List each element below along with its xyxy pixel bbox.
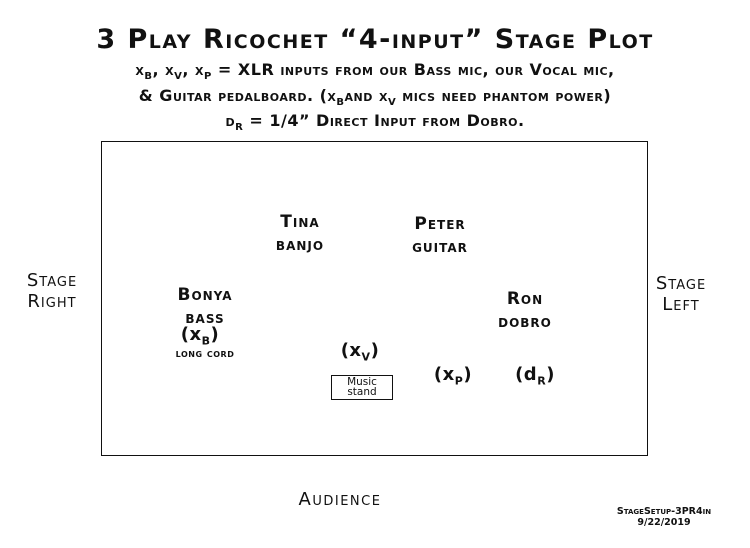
long-cord-note: long cord xyxy=(175,347,235,360)
legend-line-2-a: & Guitar pedalboard. (x xyxy=(138,86,337,105)
input-subscript: V xyxy=(361,350,371,364)
performer-instrument: guitar xyxy=(412,237,468,257)
input-dr: (dR) xyxy=(495,364,575,388)
stage-right-line-1: Stage xyxy=(26,270,78,291)
subscript-p: P xyxy=(204,71,212,83)
legend-line-1-text: = XLR inputs from our Bass mic, our Voca… xyxy=(211,60,615,79)
input-close: ) xyxy=(463,364,473,385)
stage-right-label: Stage Right xyxy=(6,270,98,312)
music-stand-line-1: Music xyxy=(347,376,377,388)
input-subscript: P xyxy=(454,374,464,388)
stage-left-label: Stage Left xyxy=(650,273,712,315)
legend-line-1: xB, xV, xP = XLR inputs from our Bass mi… xyxy=(0,60,750,82)
performer-name: Ron xyxy=(506,289,544,309)
input-open: (x xyxy=(180,324,202,345)
input-close: ) xyxy=(210,324,220,345)
legend-line-2-d: mics need phantom power) xyxy=(396,86,612,105)
performer-tina: Tina banjo xyxy=(250,211,350,257)
input-xv: (xV) xyxy=(320,340,400,364)
performer-peter: Peter guitar xyxy=(390,213,490,259)
performer-instrument: dobro xyxy=(498,312,552,332)
input-close: ) xyxy=(546,364,555,385)
input-open: (d xyxy=(515,364,538,385)
legend-line-3: dR = 1/4” Direct Input from Dobro. xyxy=(0,111,750,133)
input-open: (x xyxy=(340,340,362,361)
stage-left-line-2: Left xyxy=(662,294,700,315)
legend-xv: , x xyxy=(152,60,175,79)
input-open: (x xyxy=(433,364,455,385)
subscript-v: V xyxy=(387,97,397,109)
stage-area xyxy=(101,141,648,456)
legend-dr: d xyxy=(225,111,236,130)
footer-date: 9/22/2019 xyxy=(637,517,691,528)
legend-line-2-c: and x xyxy=(344,86,388,105)
stage-right-line-2: Right xyxy=(27,291,77,312)
stage-left-line-1: Stage xyxy=(655,273,707,294)
subscript-b: B xyxy=(336,97,345,109)
input-xp: (xP) xyxy=(413,364,493,388)
music-stand: Music stand xyxy=(331,375,393,400)
legend-xb: x xyxy=(135,60,145,79)
legend-line-3-text: = 1/4” Direct Input from Dobro. xyxy=(243,111,525,130)
performer-name: Peter xyxy=(414,214,466,234)
footer-filename: StageSetup-3PR4in xyxy=(616,506,712,517)
performer-ron: Ron dobro xyxy=(480,288,570,334)
legend-line-2: & Guitar pedalboard. (xBand xV mics need… xyxy=(0,86,750,108)
input-subscript: R xyxy=(537,374,547,388)
subscript-v: V xyxy=(174,71,183,83)
audience-label: Audience xyxy=(298,489,382,510)
input-close: ) xyxy=(370,340,380,361)
performer-instrument: banjo xyxy=(275,235,325,255)
performer-name: Tina xyxy=(280,212,320,232)
input-subscript: B xyxy=(201,334,211,348)
legend-xp: , x xyxy=(182,60,205,79)
performer-name: Bonya xyxy=(177,285,233,305)
music-stand-line-2: stand xyxy=(347,386,377,398)
input-xb: (xB) xyxy=(160,324,240,348)
page-title: 3 Play Ricochet “4-input” Stage Plot xyxy=(96,24,654,55)
subscript-r: R xyxy=(235,122,244,134)
subscript-b: B xyxy=(144,71,153,83)
performer-bonya: Bonya bass xyxy=(150,284,260,330)
performer-instrument: bass xyxy=(185,308,225,328)
